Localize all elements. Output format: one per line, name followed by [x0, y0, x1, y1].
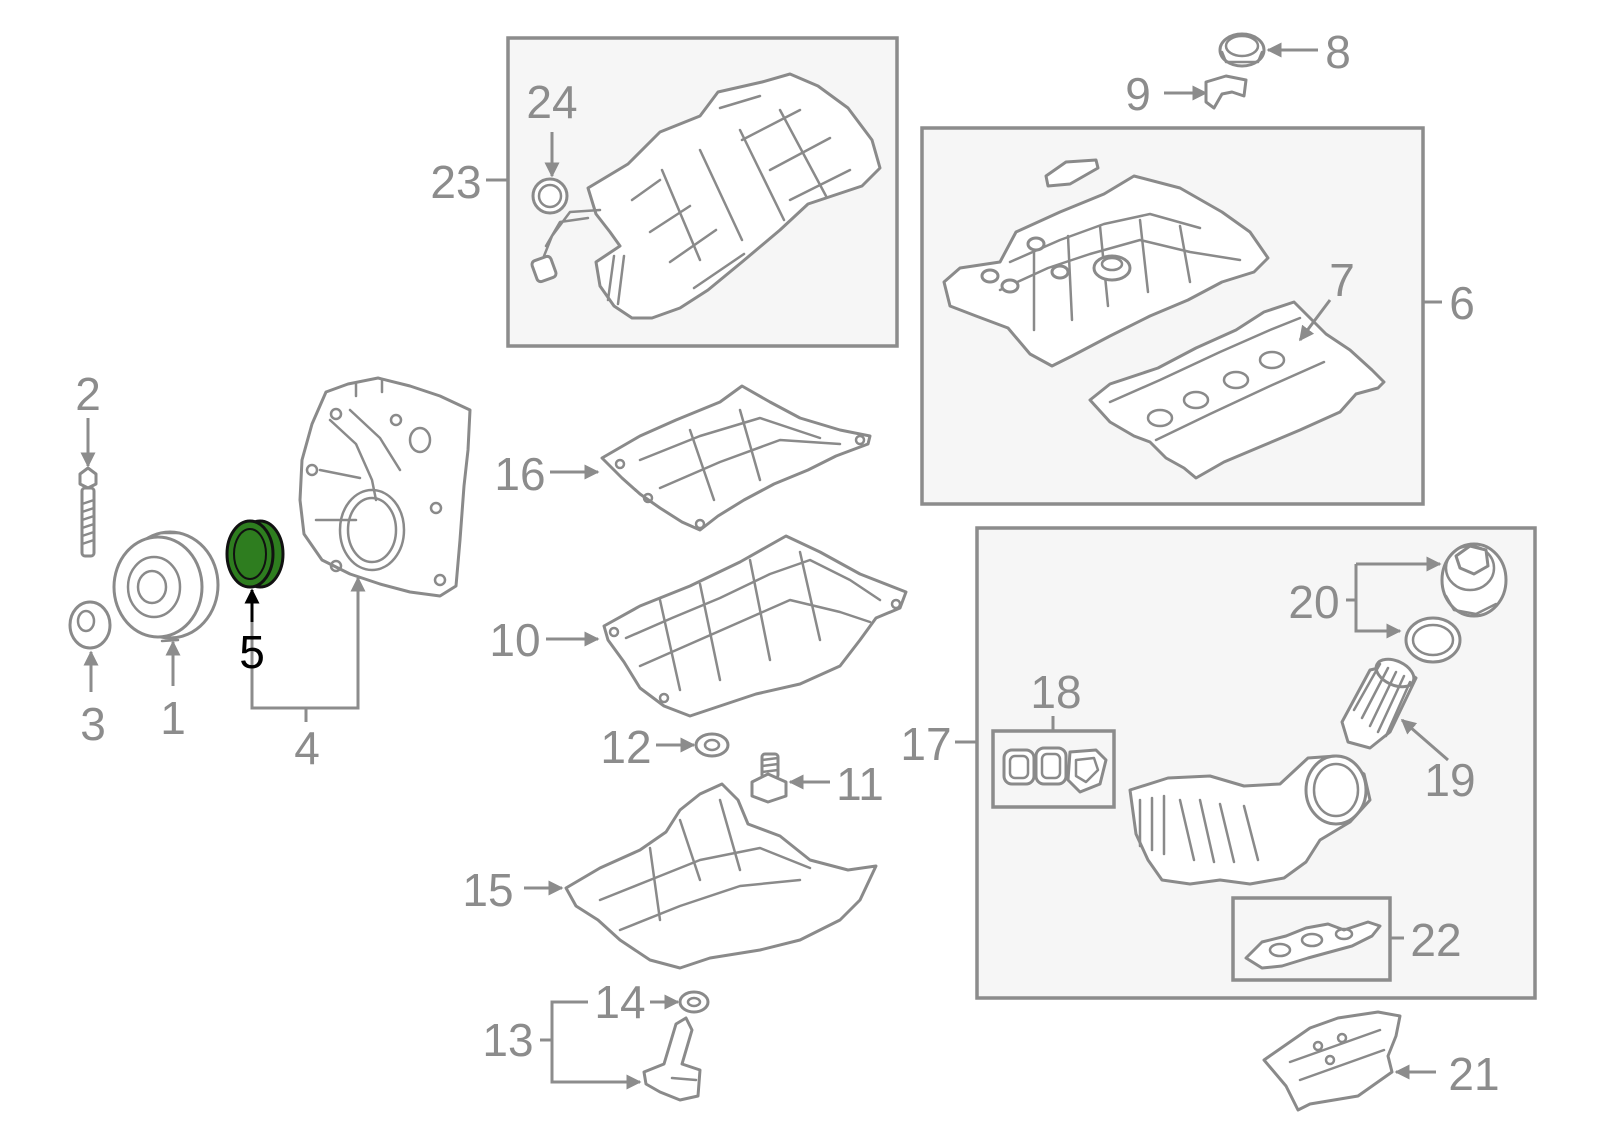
callout-9[interactable]: 9: [1125, 68, 1151, 120]
callout-labels: 1 2 3 4 5 6 7 8 9 10 11 12 13 14 15 16 1…: [75, 26, 1499, 1100]
oil-filter-housing-gasket-part[interactable]: [1244, 920, 1382, 970]
sensor-washer-part[interactable]: [678, 990, 710, 1014]
callout-23[interactable]: 23: [430, 156, 481, 208]
oil-cooler-gaskets-part[interactable]: [1002, 746, 1108, 794]
drain-plug-washer-part[interactable]: [694, 732, 730, 758]
vibration-damper-part[interactable]: [112, 530, 220, 643]
callout-1[interactable]: 1: [160, 692, 186, 744]
callout-5[interactable]: 5: [239, 626, 265, 678]
intake-manifold-part[interactable]: [530, 72, 882, 320]
oil-pan-part[interactable]: [602, 534, 908, 718]
callout-3[interactable]: 3: [80, 698, 106, 750]
timing-cover-part[interactable]: [298, 376, 472, 598]
callout-11[interactable]: 11: [836, 758, 884, 810]
leader-lines: [80, 42, 1449, 1090]
oil-filler-cap-part[interactable]: [1218, 32, 1266, 68]
callout-2[interactable]: 2: [75, 368, 101, 420]
callout-15[interactable]: 15: [462, 864, 513, 916]
pulley-bolt-part[interactable]: [78, 466, 98, 558]
intake-o-ring-part[interactable]: [531, 177, 569, 215]
pulley-washer-part[interactable]: [68, 600, 112, 650]
callout-24[interactable]: 24: [526, 76, 577, 128]
callout-18[interactable]: 18: [1030, 666, 1081, 718]
valve-cover-part[interactable]: [942, 158, 1270, 368]
callout-19[interactable]: 19: [1424, 754, 1475, 806]
heat-shield-part[interactable]: [1262, 1010, 1402, 1112]
oil-filter-element-part[interactable]: [1340, 654, 1418, 750]
callout-4[interactable]: 4: [294, 722, 320, 774]
oil-filter-cap-part[interactable]: [1440, 542, 1508, 618]
filter-cap-o-ring-part[interactable]: [1404, 616, 1462, 664]
valve-cover-gasket-part[interactable]: [1088, 300, 1386, 480]
callout-16[interactable]: 16: [494, 448, 545, 500]
callout-7[interactable]: 7: [1329, 254, 1355, 306]
front-crankshaft-seal-part[interactable]: [225, 519, 285, 589]
callout-17[interactable]: 17: [900, 718, 951, 770]
callout-20[interactable]: 20: [1288, 576, 1339, 628]
cap-retaining-clip-part[interactable]: [1204, 74, 1248, 110]
oil-level-sensor-part[interactable]: [642, 1016, 702, 1102]
callout-21[interactable]: 21: [1448, 1048, 1499, 1100]
callout-12[interactable]: 12: [600, 721, 651, 773]
oil-pan-lower-part[interactable]: [564, 782, 878, 970]
upper-oil-pan-part[interactable]: [600, 384, 872, 532]
callout-14[interactable]: 14: [594, 976, 645, 1028]
oil-filter-housing-part[interactable]: [1128, 754, 1372, 886]
callout-22[interactable]: 22: [1410, 914, 1461, 966]
callout-10[interactable]: 10: [489, 614, 540, 666]
callout-13[interactable]: 13: [482, 1014, 533, 1066]
callout-6[interactable]: 6: [1449, 277, 1475, 329]
oil-drain-plug-part[interactable]: [750, 752, 788, 804]
callout-8[interactable]: 8: [1325, 26, 1351, 78]
